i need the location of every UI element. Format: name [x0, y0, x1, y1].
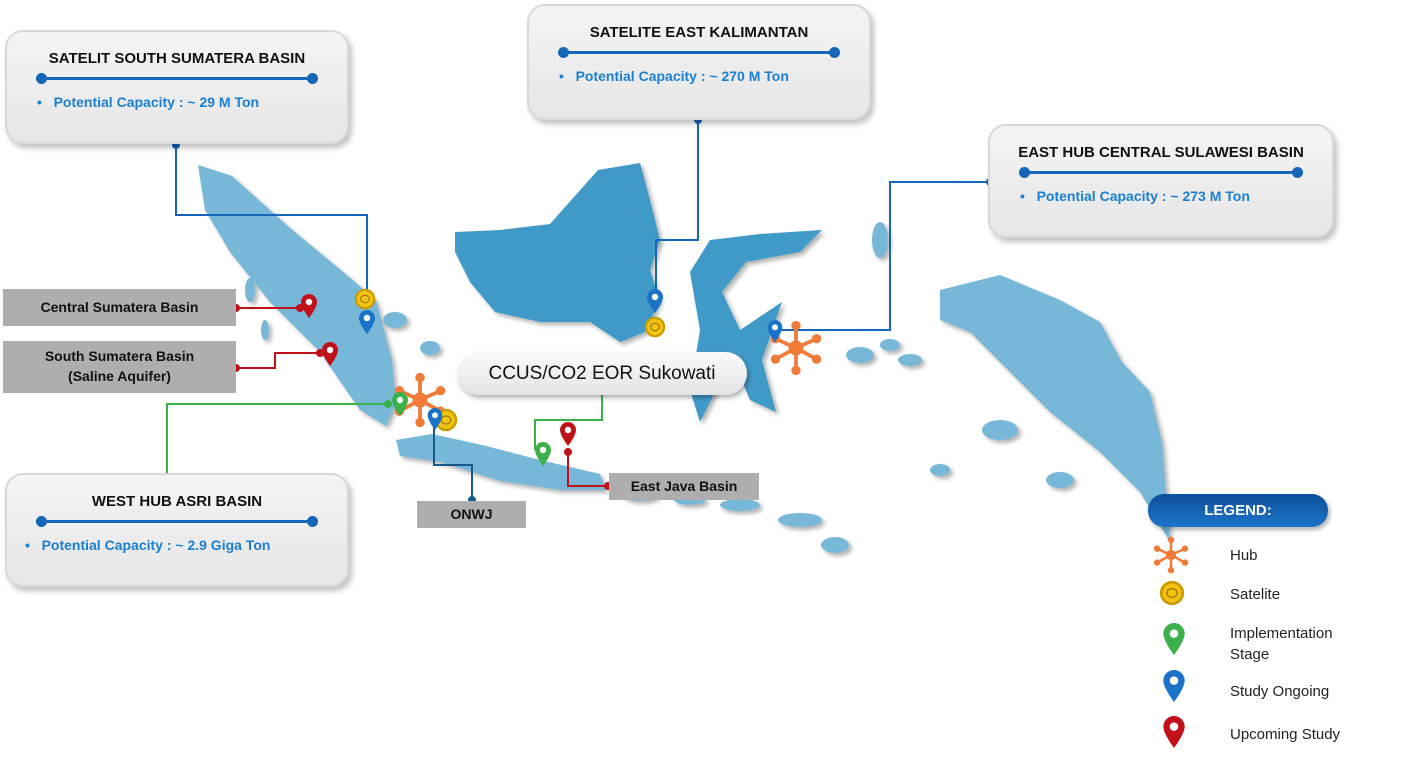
borneo-island	[455, 163, 660, 342]
label-east-java-basin: East Java Basin	[609, 473, 759, 500]
java-island	[396, 434, 606, 490]
label-onwj: ONWJ	[417, 501, 526, 528]
divider	[36, 516, 318, 527]
legend-hub-icon	[1152, 536, 1190, 574]
upcoming-pin-icon	[560, 422, 576, 446]
study-pin-icon	[767, 320, 783, 342]
legend-satellite-label: Satelite	[1230, 586, 1281, 603]
legend-hub-label: Hub	[1230, 547, 1258, 564]
callout-capacity: • Potential Capacity : ~ 2.9 Giga Ton	[25, 537, 271, 553]
label-line: (Saline Aquifer)	[68, 368, 171, 384]
legend-implementation-label: Implementation Stage	[1230, 625, 1333, 663]
callout-title: WEST HUB ASRI BASIN	[91, 493, 263, 510]
sumatra-island	[198, 165, 396, 426]
satellite-icon	[354, 288, 376, 310]
callout-title: EAST HUB CENTRAL SULAWESI BASIN	[1018, 144, 1304, 161]
callout-satelite-east-kalimantan: SATELITE EAST KALIMANTAN • Potential Cap…	[527, 4, 871, 120]
label-line: South Sumatera Basin	[44, 348, 195, 365]
divider	[36, 73, 318, 84]
legend-green-pin-icon	[1163, 623, 1185, 655]
satellite-icon	[644, 316, 666, 338]
divider	[1019, 167, 1303, 178]
legend-study-ongoing-label: Study Ongoing	[1230, 683, 1330, 700]
callout-title: SATELIT SOUTH SUMATERA BASIN	[48, 50, 306, 67]
label-south-sumatera-basin: South Sumatera Basin (Saline Aquifer)	[3, 341, 236, 393]
legend-satellite-icon	[1159, 580, 1185, 606]
callout-east-hub-central-sulawesi: EAST HUB CENTRAL SULAWESI BASIN • Potent…	[988, 124, 1334, 238]
label-ccus-sukowati: CCUS/CO2 EOR Sukowati	[457, 352, 747, 395]
sulawesi-island	[690, 230, 822, 422]
implementation-pin-icon	[392, 392, 408, 416]
callout-title: SATELITE EAST KALIMANTAN	[589, 24, 809, 41]
legend-upcoming-study-label: Upcoming Study	[1230, 726, 1341, 743]
callout-capacity: • Potential Capacity : ~ 270 M Ton	[559, 68, 789, 84]
legend-red-pin-icon	[1163, 716, 1185, 748]
callout-capacity: • Potential Capacity : ~ 29 M Ton	[37, 94, 260, 110]
legend-title: LEGEND:	[1148, 494, 1328, 527]
papua-island	[940, 275, 1170, 542]
legend-blue-pin-icon	[1163, 670, 1185, 702]
divider	[558, 47, 840, 58]
callout-satelit-south-sumatera: SATELIT SOUTH SUMATERA BASIN • Potential…	[5, 30, 349, 144]
callout-west-hub-asri: WEST HUB ASRI BASIN • Potential Capacity…	[5, 473, 349, 587]
label-central-sumatera-basin: Central Sumatera Basin	[3, 289, 236, 326]
callout-capacity: • Potential Capacity : ~ 273 M Ton	[1020, 188, 1250, 204]
